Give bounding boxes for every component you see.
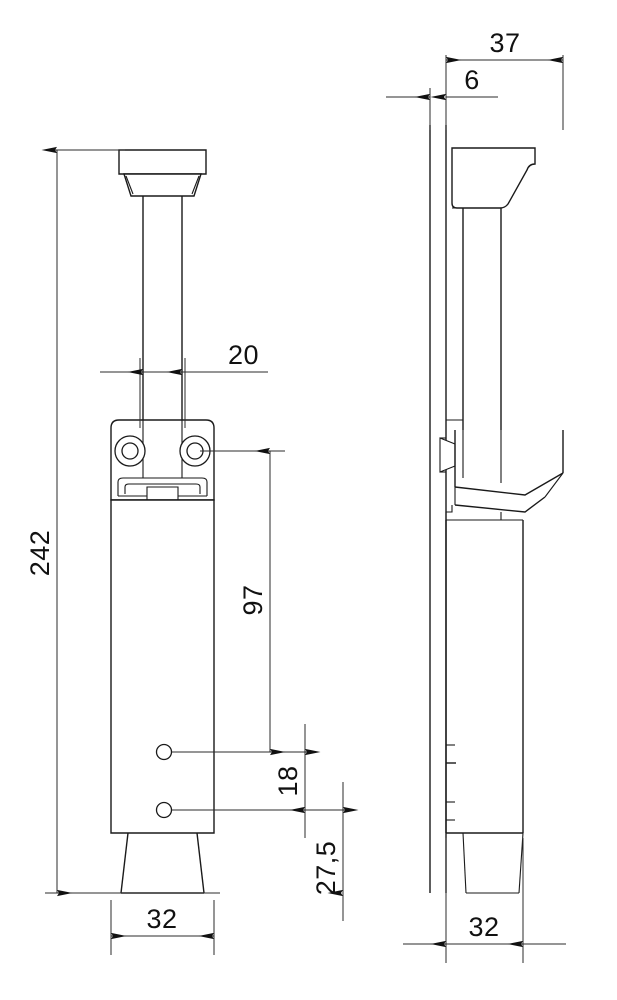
dim-label-18: 18	[273, 765, 303, 796]
side-taper-lower	[454, 496, 546, 513]
rubber-foot-right-edge	[196, 832, 205, 894]
lower-hole-lower	[155, 801, 173, 819]
dim-label-97: 97	[238, 584, 268, 615]
dim-label-20: 20	[228, 340, 259, 370]
cap-inner-line-right	[191, 175, 200, 195]
clamp-inner-profile	[124, 483, 201, 494]
cap-inner-line-left	[125, 175, 134, 195]
clamp-outer-profile	[117, 477, 208, 496]
top-cone-cap	[123, 173, 202, 197]
dim-label-6: 6	[464, 65, 480, 95]
side-taper-upper	[454, 472, 564, 496]
side-latch-wedge	[439, 437, 456, 473]
lower-hole-upper	[155, 743, 173, 761]
top-flange-plate	[118, 149, 207, 175]
rubber-foot-left-edge	[120, 832, 129, 894]
bolt-hole-left-inner	[121, 442, 139, 460]
dim-label-32-left: 32	[146, 904, 177, 934]
dim-label-37: 37	[489, 28, 520, 58]
side-notch	[445, 505, 455, 521]
main-housing-body	[110, 499, 215, 834]
dim-label-242: 242	[25, 530, 55, 577]
dim-label-32-right: 32	[468, 912, 499, 942]
front-view-dimensions: 242 20 97 18 27,5	[25, 146, 359, 955]
side-view-geometry	[429, 125, 564, 894]
dim-label-275: 27,5	[311, 841, 341, 896]
side-head-block	[451, 147, 536, 209]
side-taper-join-right	[544, 472, 564, 498]
side-foot-right	[518, 832, 524, 894]
side-view-dimensions: 37 6 32	[386, 28, 566, 963]
front-view-geometry	[110, 149, 215, 894]
side-foot-left	[462, 832, 467, 894]
